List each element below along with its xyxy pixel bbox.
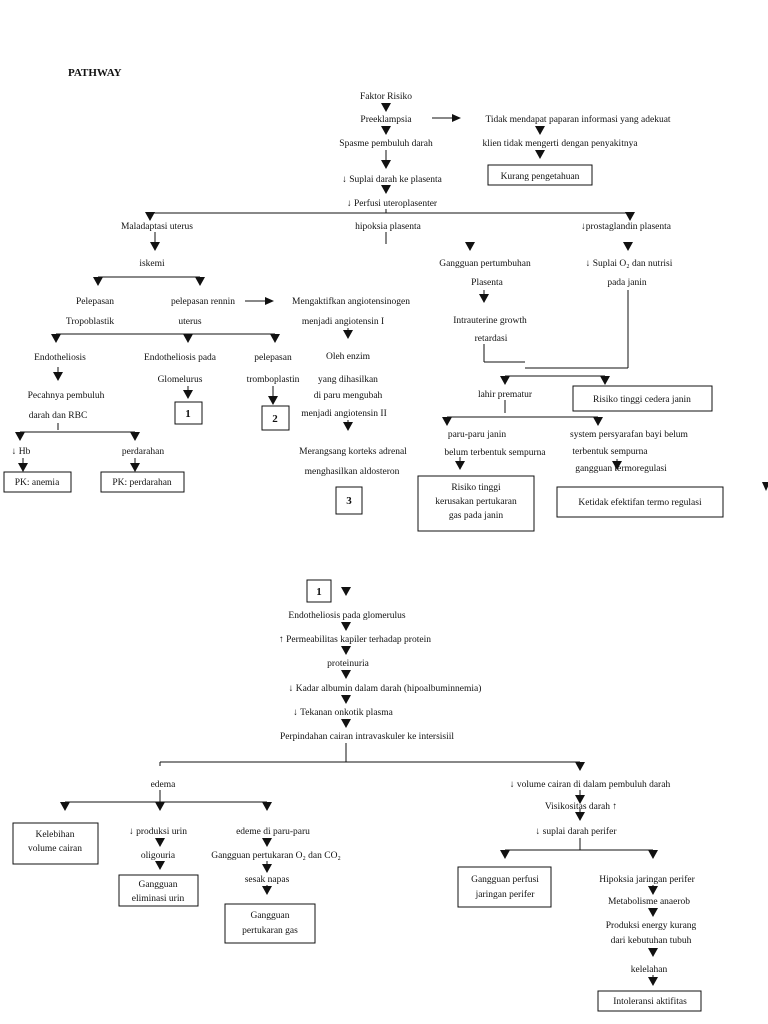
node-endotheliosis: Endotheliosis [34,353,86,363]
lower-section-labels: 1 Endotheliosis pada glomerulus ↑ Permea… [28,586,697,1007]
node-produksi-energy-1: Produksi energy kurang [606,921,697,931]
connector-2: 2 [272,413,278,425]
node-pelepasan-tropoblastik-1: Pelepasan [76,297,114,307]
node-suplai-darah-perifer: ↓ suplai darah perifer [536,826,618,837]
node-oligouria: oligouria [141,851,176,861]
node-endotheliosis-glomelurus-1: Endotheliosis pada [144,353,217,363]
diagram-title: PATHWAY [68,67,122,79]
node-risiko-kerusakan-gas-3: gas pada janin [449,511,504,521]
node-pelepasan-rennin-1: pelepasan rennin [171,297,235,307]
node-faktor-risiko: Faktor Risiko [360,92,412,102]
node-intoleransi-aktifitas: Intoleransi aktifitas [613,996,687,1007]
node-maladaptasi-uterus: Maladaptasi uterus [121,222,193,232]
node-pk-anemia: PK: anemia [15,478,60,488]
node-suplai-darah-plasenta: ↓ Suplai darah ke plasenta [342,175,443,185]
node-oleh-enzim-3: di paru mengubah [314,391,383,401]
node-kelelahan: kelelahan [631,965,668,975]
node-hb: ↓ Hb [12,447,31,457]
node-endotheliosis-glomelurus-2: Glomelurus [158,375,203,385]
node-gangguan-pertukaran-gas-2: pertukaran gas [242,926,298,936]
node-risiko-kerusakan-gas-2: kerusakan pertukaran [435,497,517,507]
node-hipoksia-plasenta: hipoksia plasenta [355,222,421,232]
node-merangsang-korteks-1: Merangsang korteks adrenal [299,447,407,457]
node-gangguan-pertumbuhan-2: Plasenta [471,278,503,288]
node-system-persyarafan-1: system persyarafan bayi belum [570,429,689,440]
node-edeme-paru: edeme di paru-paru [236,827,310,837]
node-suplai-o2-nutrisi-2: pada janin [607,278,647,288]
node-gangguan-pertukaran-o2: Gangguan pertukaran O₂ dan CO₂ [211,851,341,861]
node-gangguan-perfusi-2: jaringan perifer [475,889,536,900]
node-suplai-o2-nutrisi-1: ↓ Suplai O₂ dan nutrisi [586,259,673,269]
node-perfusi-uteroplasenter: ↓ Perfusi uteroplasenter [347,198,438,209]
node-kelebihan-volume-1: Kelebihan [35,830,74,840]
node-spasme-pembuluh-darah: Spasme pembuluh darah [339,139,433,149]
node-kelebihan-volume-2: volume cairan [28,844,82,854]
boxes [3,164,724,1012]
node-ketidak-efektifan-termo: Ketidak efektifan termo regulasi [578,497,702,508]
node-prostaglandin-plasenta: ↓prostaglandin plasenta [581,222,672,232]
node-gangguan-pertumbuhan-1: Gangguan pertumbuhan [439,259,531,269]
connector-1-start: 1 [316,586,322,598]
node-perdarahan: perdarahan [122,447,164,457]
node-pelepasan-rennin-2: uterus [178,317,202,327]
node-system-persyarafan-2: terbentuk sempurna [572,447,648,457]
node-metabolisme-anaerob: Metabolisme anaerob [608,897,690,907]
node-pk-perdarahan: PK: perdarahan [112,478,172,488]
node-klien-tidak-mengerti: klien tidak mengerti dengan penyakitnya [482,139,638,149]
node-oleh-enzim-4: menjadi angiotensin II [301,409,386,419]
node-mengaktifkan-angiotensinogen-1: Mengaktifkan angiotensinogen [292,296,410,307]
node-pelepasan-tromboplastin-2: tromboplastin [247,375,300,385]
arrowheads [15,103,768,986]
node-merangsang-korteks-2: menghasilkan aldosteron [305,467,400,477]
node-iskemi: iskemi [139,259,165,269]
node-intrauterine-growth-2: retardasi [475,334,508,344]
node-intrauterine-growth-1: Intrauterine growth [453,316,527,326]
node-gangguan-eliminasi-2: eliminasi urin [132,894,185,904]
node-proteinuria: proteinuria [327,659,369,669]
connector-1: 1 [185,408,191,420]
node-lahir-prematur: lahir prematur [478,390,533,400]
node-volume-cairan: ↓ volume cairan di dalam pembuluh darah [510,780,671,790]
node-oleh-enzim-1: Oleh enzim [326,352,371,362]
node-oleh-enzim-2: yang dihasilkan [318,375,378,385]
node-risiko-kerusakan-gas-1: Risiko tinggi [451,483,501,493]
node-preeklampsia: Preeklampsia [360,115,412,125]
node-produksi-urin: ↓ produksi urin [129,827,187,837]
node-pelepasan-tromboplastin-1: pelepasan [254,353,292,363]
node-risiko-cedera-janin: Risiko tinggi cedera janin [593,395,691,405]
node-tekanan-onkotik: ↓ Tekanan onkotik plasma [293,708,393,718]
node-produksi-energy-2: dari kebutuhan tubuh [611,936,692,946]
node-gangguan-termoregulasi: gangguan termoregulasi [575,464,667,474]
node-pecahnya-pembuluh-1: Pecahnya pembuluh [28,391,105,401]
node-visikositas-darah: Visikositas darah ↑ [545,802,617,812]
node-paru-paru-janin-1: paru-paru janin [448,430,507,440]
node-paru-paru-janin-2: belum terbentuk sempurna [444,448,546,458]
node-kadar-albumin: ↓ Kadar albumin dalam darah (hipoalbumin… [289,683,482,694]
node-gangguan-eliminasi-1: Gangguan [138,880,177,890]
node-hipoksia-jaringan-perifer: Hipoksia jaringan perifer [599,874,695,885]
node-tidak-mendapat-paparan: Tidak mendapat paparan informasi yang ad… [485,114,670,125]
connector-3: 3 [346,495,352,507]
node-pelepasan-tropoblastik-2: Tropoblastik [66,317,114,327]
node-sesak-napas: sesak napas [245,875,290,885]
node-perpindahan-cairan: Perpindahan cairan intravaskuler ke inte… [280,732,454,742]
node-pecahnya-pembuluh-2: darah dan RBC [29,411,88,421]
node-gangguan-perfusi-1: Gangguan perfusi [471,874,539,885]
connectors [19,104,654,980]
node-gangguan-pertukaran-gas-1: Gangguan [250,911,289,921]
node-mengaktifkan-angiotensinogen-2: menjadi angiotensin I [302,317,384,327]
node-endotheliosis-glomerulus: Endotheliosis pada glomerulus [288,611,405,621]
node-permeabilitas-kapiler: ↑ Permeabilitas kapiler terhadap protein [279,635,431,645]
upper-section-labels: Faktor Risiko Preeklampsia Tidak mendapa… [12,92,702,521]
node-edema: edema [151,780,177,790]
node-kurang-pengetahuan: Kurang pengetahuan [501,172,580,182]
